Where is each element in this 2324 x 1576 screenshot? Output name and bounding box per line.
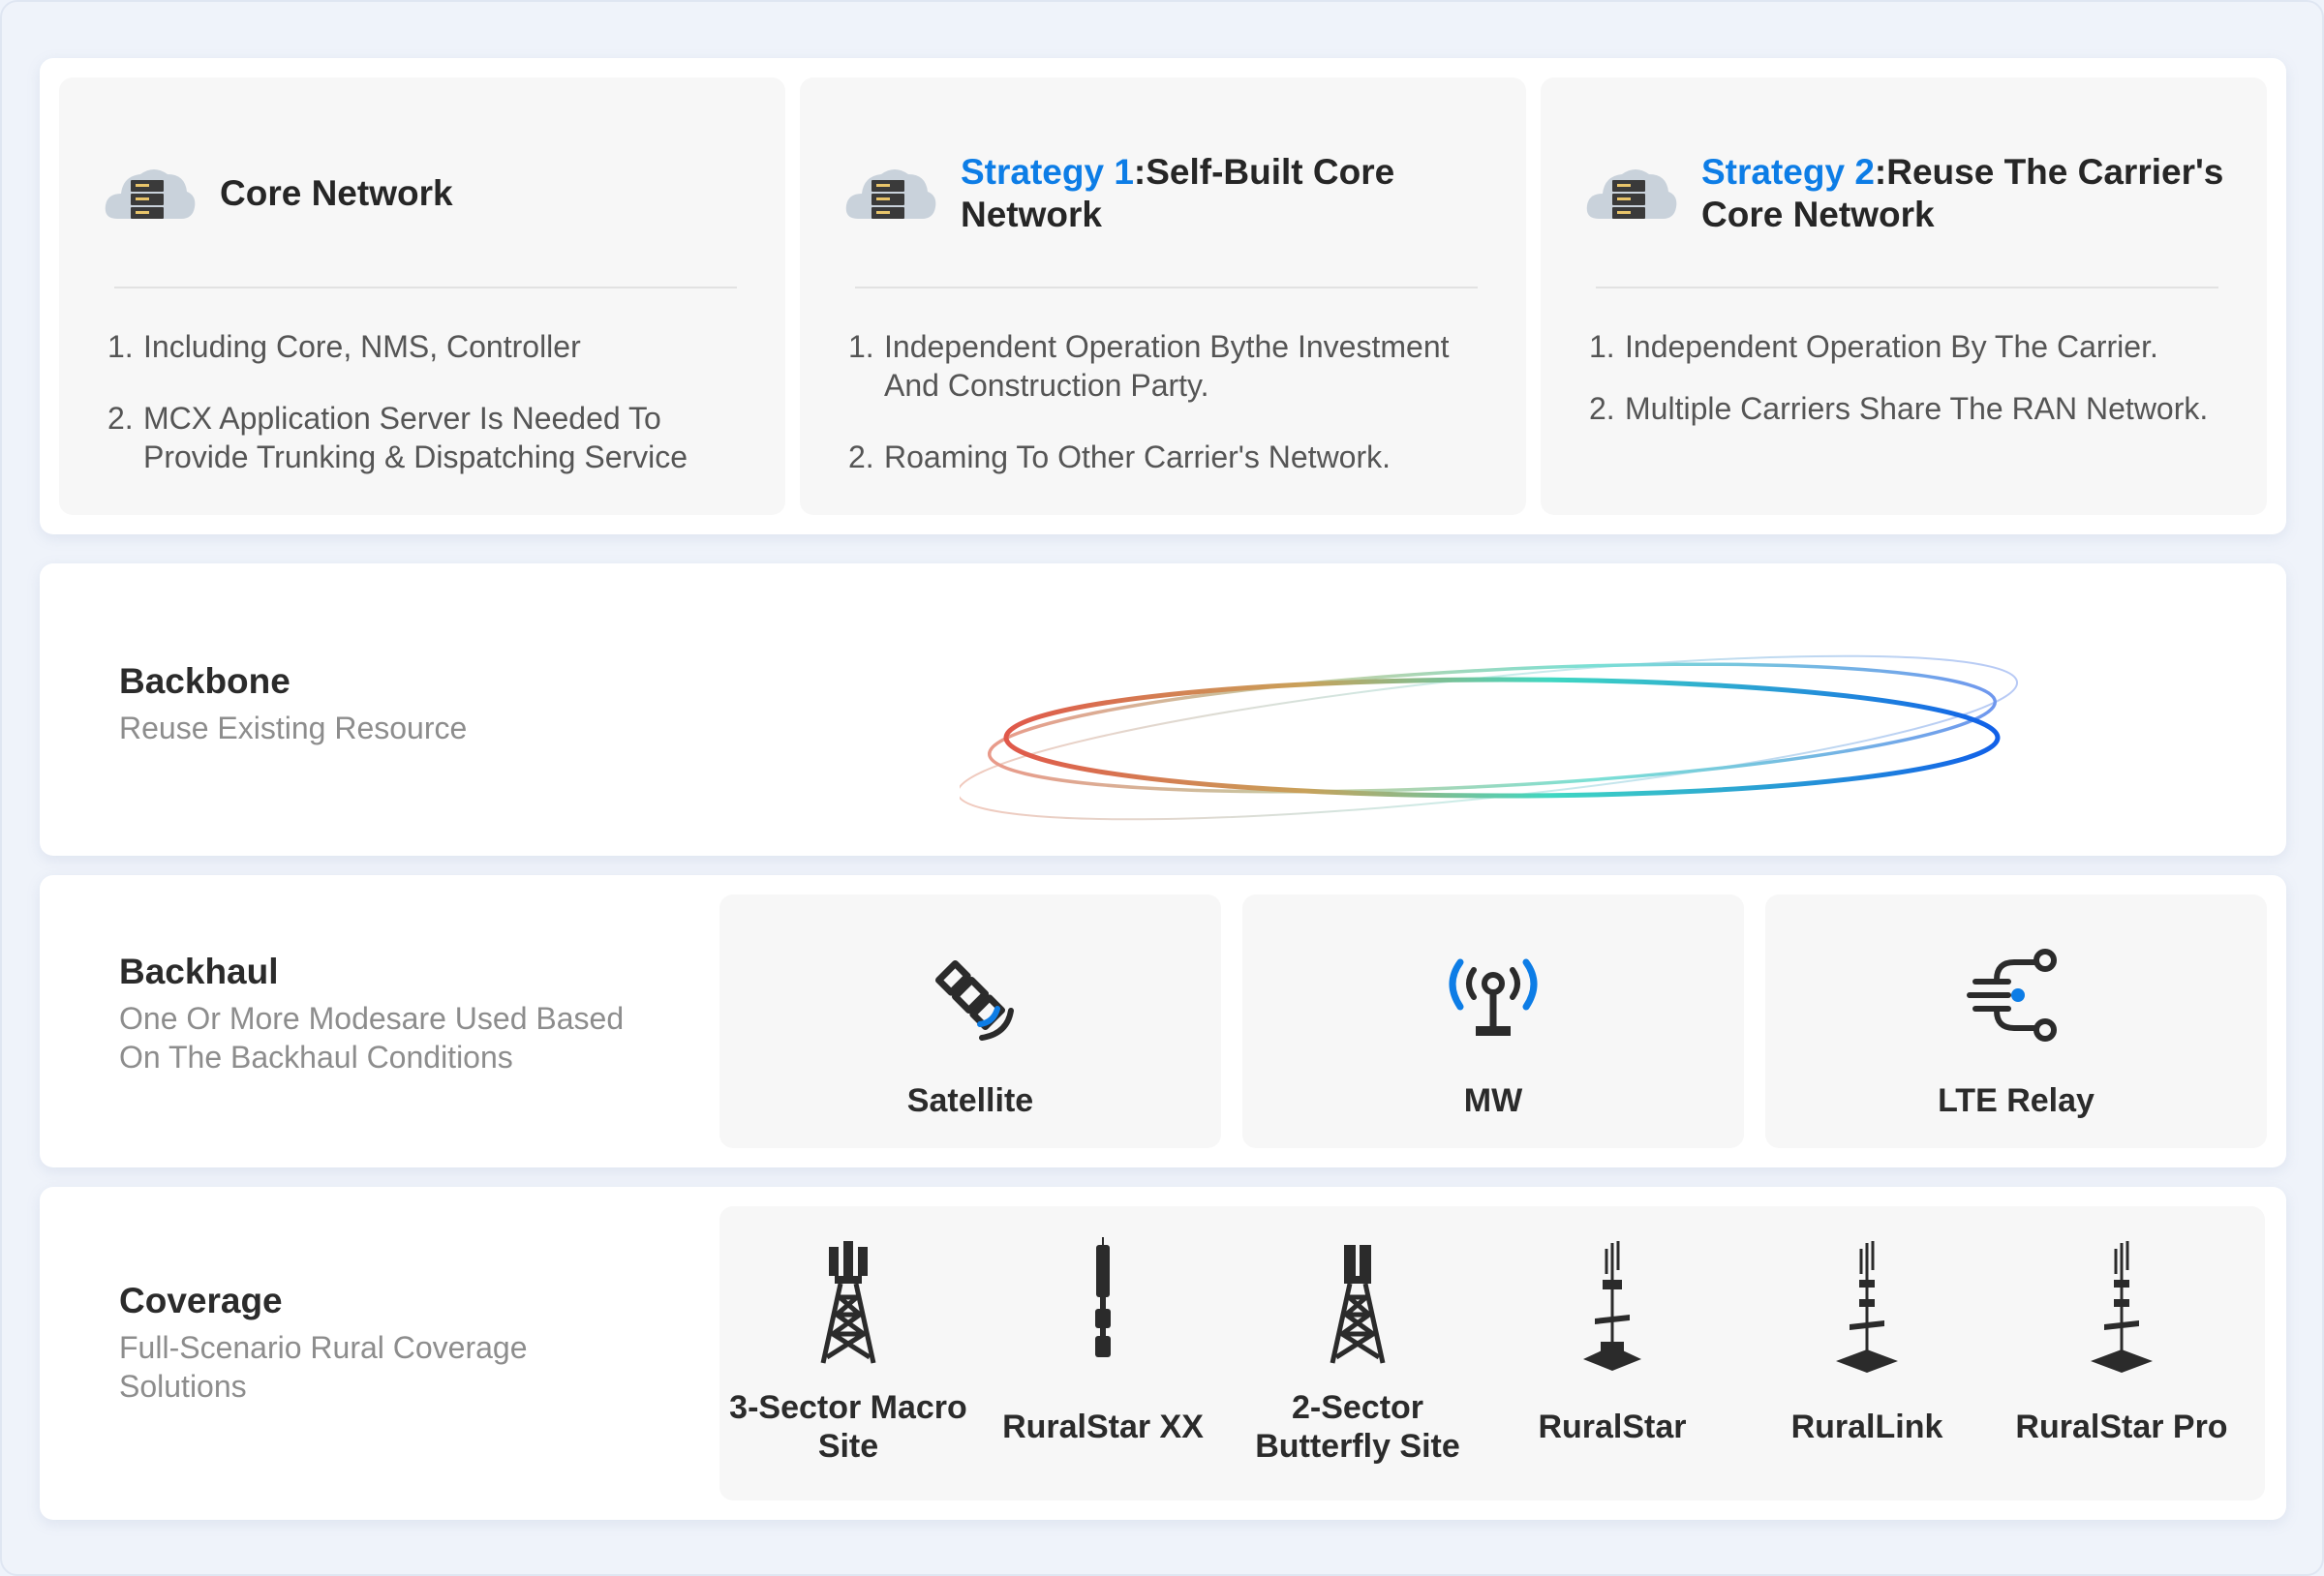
card-title: Strategy 1:Self-Built Core Network — [961, 152, 1395, 234]
mode-label: Satellite — [906, 1082, 1034, 1119]
lattice-tower-icon — [1330, 1245, 1386, 1364]
list-item: 2.MCX Application Server Is Needed To Pr… — [107, 401, 688, 474]
card-title: Strategy 2:Reuse The Carrier's Core Netw… — [1701, 152, 2224, 234]
satellite-icon — [934, 959, 1014, 1041]
coverage-sites-area: 3-Sector Macro Site RuralStar XX — [719, 1206, 2265, 1500]
lte-relay-icon — [1967, 949, 2057, 1042]
strategy-1-card: Strategy 1:Self-Built Core Network 1.Ind… — [800, 77, 1526, 515]
list-item: 2.Roaming To Other Carrier's Network. — [848, 439, 1391, 474]
divider — [1596, 287, 2218, 288]
site-ruralstar-pro: RuralStar Pro — [1996, 1206, 2248, 1500]
card-title: Core Network — [220, 173, 453, 213]
cloud-server-icon — [105, 169, 196, 219]
gradient-rings-icon — [960, 654, 2019, 821]
site-label: RuralStar XX — [1002, 1409, 1204, 1445]
backbone-panel: Backbone Reuse Existing Resource — [40, 563, 2286, 856]
site-label: RuralStar Pro — [2015, 1409, 2228, 1445]
core-network-card: Core Network 1.Including Core, NMS, Cont… — [59, 77, 785, 515]
section-title: Backhaul — [119, 952, 279, 991]
list-item: 1.Independent Operation Bythe Investment… — [848, 329, 1450, 403]
site-ruralstar-xx: RuralStar XX — [977, 1206, 1229, 1500]
mode-label: LTE Relay — [1938, 1082, 2095, 1119]
site-label: 2-Sector Butterfly Site — [1255, 1389, 1460, 1465]
backhaul-mode-mw: MW — [1242, 894, 1744, 1148]
site-2-sector-butterfly: 2-Sector Butterfly Site — [1232, 1206, 1483, 1500]
cloud-server-icon — [845, 169, 936, 219]
microwave-antenna-icon — [1449, 958, 1538, 1036]
mode-label: MW — [1463, 1082, 1523, 1119]
coverage-panel: Coverage Full-Scenario Rural Coverage So… — [40, 1187, 2286, 1520]
lattice-tower-icon — [820, 1241, 876, 1364]
section-subtitle: Full-Scenario Rural Coverage Solutions — [119, 1330, 528, 1404]
site-label: RuralLink — [1790, 1409, 1943, 1445]
site-label: 3-Sector Macro Site — [729, 1389, 967, 1465]
site-rurallink: RuralLink — [1741, 1206, 1993, 1500]
cloud-server-icon — [1586, 169, 1677, 219]
site-3-sector-macro: 3-Sector Macro Site — [722, 1206, 974, 1500]
section-title: Backbone — [119, 661, 290, 701]
core-network-panel: Core Network 1.Including Core, NMS, Cont… — [40, 58, 2286, 534]
list-item: 1.Including Core, NMS, Controller — [107, 329, 581, 364]
backhaul-panel: Backhaul One Or More Modesare Used Based… — [40, 875, 2286, 1167]
backhaul-mode-lte-relay: LTE Relay — [1765, 894, 2267, 1148]
strategy-2-card: Strategy 2:Reuse The Carrier's Core Netw… — [1541, 77, 2267, 515]
backhaul-mode-satellite: Satellite — [719, 894, 1221, 1148]
site-ruralstar: RuralStar — [1486, 1206, 1738, 1500]
pole-site-icon — [1095, 1237, 1111, 1357]
mast-platform-icon — [2091, 1241, 2153, 1373]
divider — [855, 287, 1478, 288]
mast-base-icon — [1583, 1241, 1641, 1371]
feature-list: 1.Including Core, NMS, Controller 2.MCX … — [107, 327, 747, 509]
site-label: RuralStar — [1538, 1409, 1687, 1445]
feature-list: 1.Independent Operation By The Carrier. … — [1589, 327, 2228, 451]
mast-platform-icon — [1836, 1241, 1898, 1373]
section-subtitle: One Or More Modesare Used Based On The B… — [119, 1001, 625, 1075]
feature-list: 1.Independent Operation Bythe Investment… — [848, 327, 1487, 509]
list-item: 2.Multiple Carriers Share The RAN Networ… — [1589, 391, 2209, 426]
divider — [114, 287, 737, 288]
section-title: Coverage — [119, 1281, 283, 1320]
section-subtitle: Reuse Existing Resource — [119, 711, 468, 745]
list-item: 1.Independent Operation By The Carrier. — [1589, 329, 2158, 364]
